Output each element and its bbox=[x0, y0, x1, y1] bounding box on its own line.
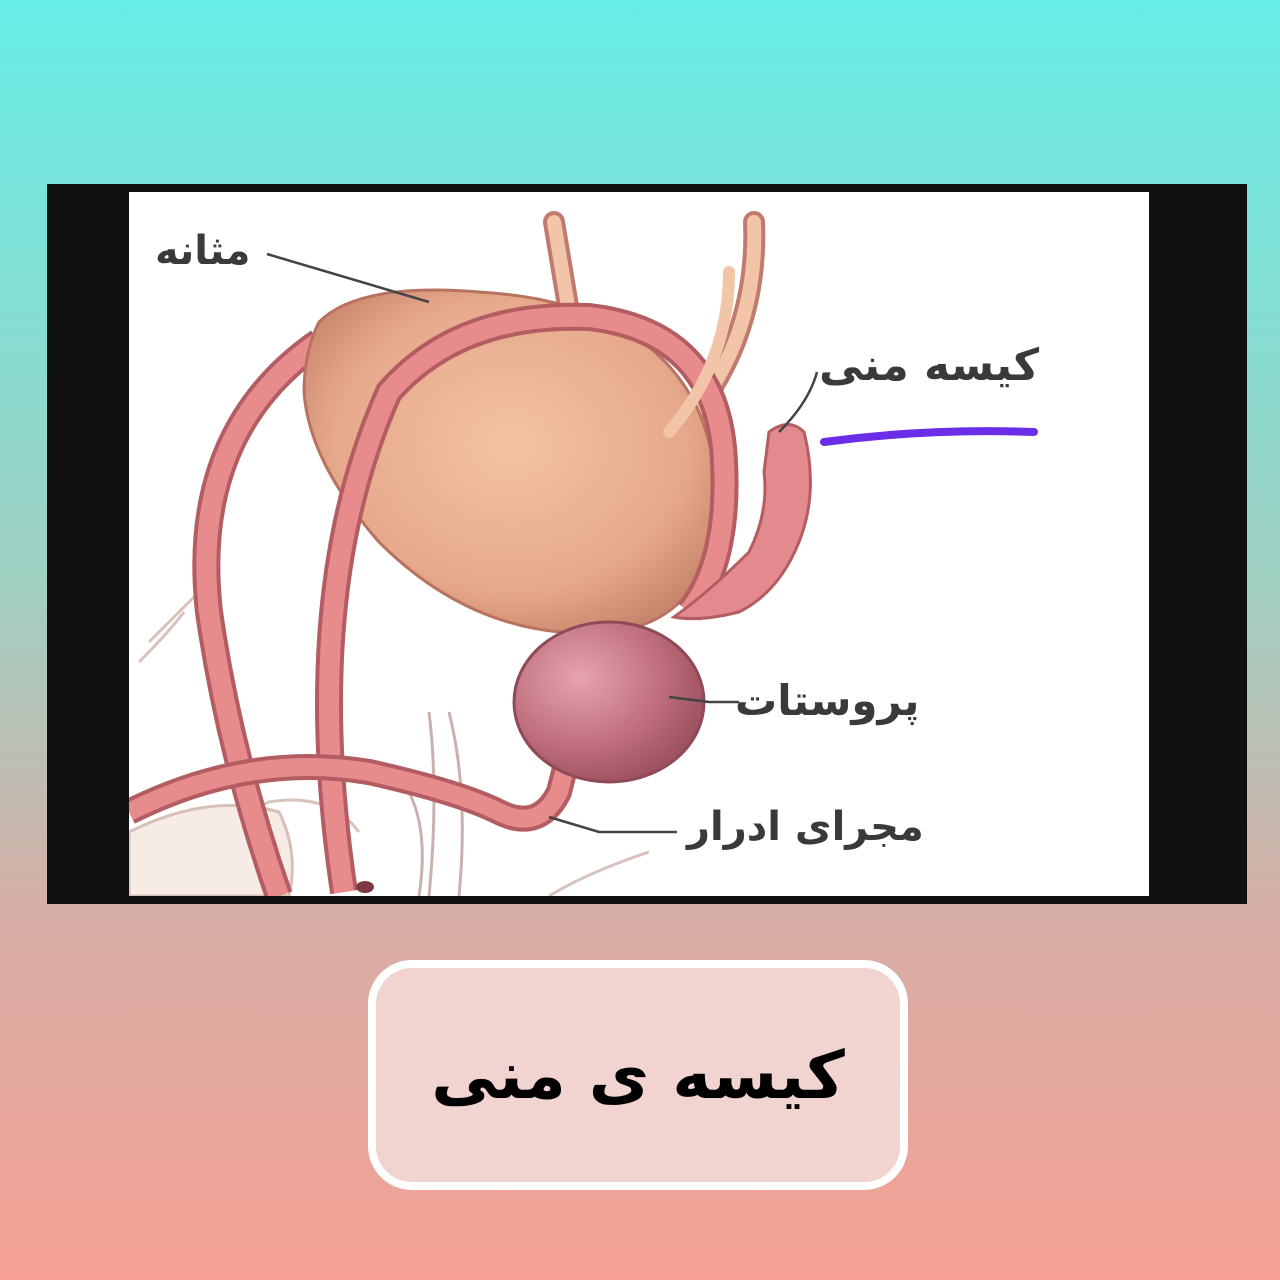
prostate bbox=[512, 620, 706, 784]
anatomy-illustration bbox=[129, 211, 1038, 896]
leader-lines bbox=[266, 252, 819, 834]
label-bladder: مثانه bbox=[155, 228, 251, 274]
image-frame: مثانه کیسه منی پروستات مجرای ادرار bbox=[47, 184, 1247, 904]
label-prostate: پروستات bbox=[735, 676, 920, 725]
highlight-underline bbox=[820, 427, 1038, 446]
seminal-vesicle bbox=[670, 423, 812, 621]
label-seminal-vesicle: کیسه منی bbox=[819, 340, 1040, 391]
caption-box: کیسه ی منی bbox=[368, 960, 908, 1190]
label-urethra: مجرای ادرار bbox=[687, 804, 924, 850]
caption-text: کیسه ی منی bbox=[431, 1036, 845, 1114]
vas-opening bbox=[356, 881, 374, 893]
anatomy-diagram: مثانه کیسه منی پروستات مجرای ادرار bbox=[129, 192, 1149, 896]
